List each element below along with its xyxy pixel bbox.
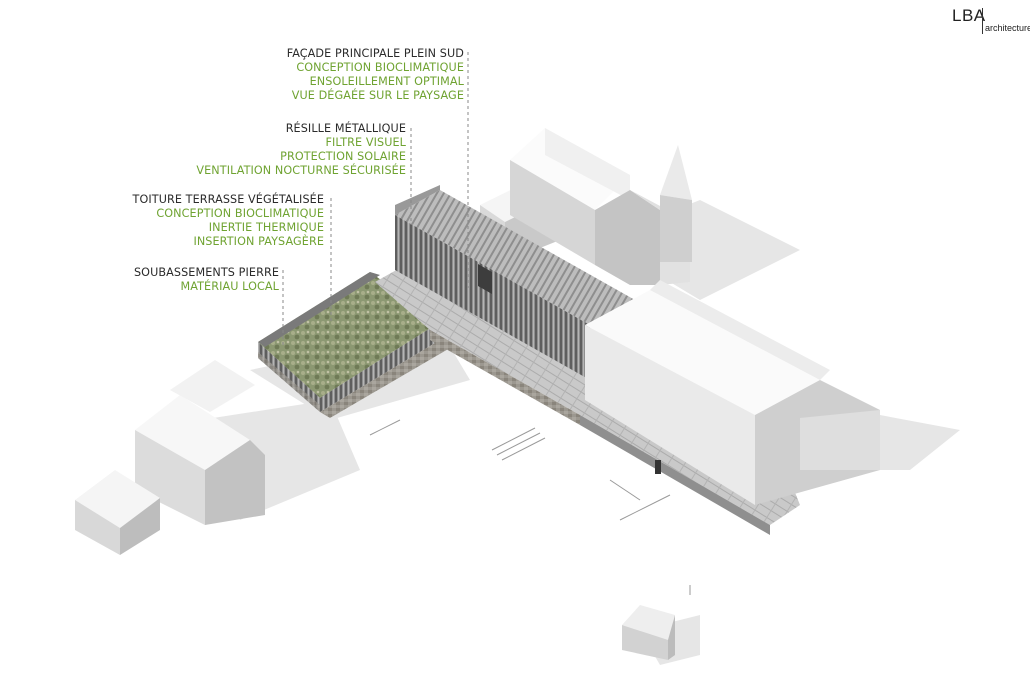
annotation-item: CONCEPTION BIOCLIMATIQUE: [296, 61, 464, 74]
annotation-item: CONCEPTION BIOCLIMATIQUE: [156, 207, 324, 220]
annotation-item: INSERTION PAYSAGÈRE: [193, 235, 324, 248]
annotation-item: FILTRE VISUEL: [325, 136, 406, 149]
annotation-resille: RÉSILLE MÉTALLIQUE FILTRE VISUEL PROTECT…: [196, 122, 406, 178]
courtyard-markings: [369, 419, 691, 595]
brand-logo: LBA architecture: [952, 6, 1030, 36]
annotation-soubassements: SOUBASSEMENTS PIERRE MATÉRIAU LOCAL: [134, 266, 279, 294]
annotation-item: VUE DÉGAÉE SUR LE PAYSAGE: [291, 89, 464, 102]
logo-subtitle: architecture: [985, 23, 1030, 33]
annotation-title: RÉSILLE MÉTALLIQUE: [285, 122, 406, 135]
annotation-item: INERTIE THERMIQUE: [208, 221, 324, 234]
annotation-item: ENSOLEILLEMENT OPTIMAL: [309, 75, 464, 88]
annotation-item: VENTILATION NOCTURNE SÉCURISÉE: [196, 164, 406, 177]
annotation-title: TOITURE TERRASSE VÉGÉTALISÉE: [132, 193, 324, 206]
logo-mark: LBA: [952, 6, 986, 25]
green-roof-terrace: [258, 272, 450, 418]
annotation-title: FAÇADE PRINCIPALE PLEIN SUD: [286, 47, 464, 60]
annotation-facade: FAÇADE PRINCIPALE PLEIN SUD CONCEPTION B…: [287, 47, 464, 103]
houses-cluster: [75, 360, 265, 555]
annotation-item: MATÉRIAU LOCAL: [180, 280, 279, 293]
annotation-toiture: TOITURE TERRASSE VÉGÉTALISÉE CONCEPTION …: [133, 193, 324, 249]
long-white-building: [585, 280, 880, 505]
main-slatted-building: [395, 185, 635, 380]
annotation-item: PROTECTION SOLAIRE: [280, 150, 406, 163]
annotation-title: SOUBASSEMENTS PIERRE: [133, 266, 279, 279]
small-chapel: [622, 605, 675, 660]
leader-lines: [282, 52, 469, 346]
logo-divider: [982, 8, 983, 34]
